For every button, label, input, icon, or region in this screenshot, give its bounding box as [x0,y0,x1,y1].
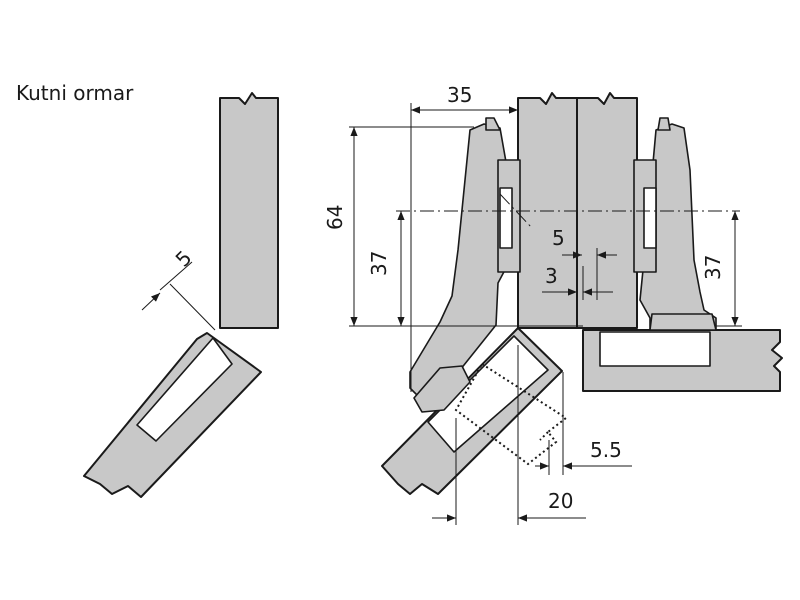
drawing-title: Kutni ormar [16,81,134,105]
left-hinge-clip [485,117,501,131]
left-side-panel [219,92,279,329]
dim-37-left: 37 [367,251,391,276]
left-dimension-line [159,261,193,291]
right-hinge-clip [657,117,671,131]
right-hinge-cup [413,365,471,413]
dim-3: 3 [545,264,558,288]
open-door-outline [454,362,568,466]
bottom-panel-recess [599,331,711,367]
left-extension-line [169,283,216,331]
dim-35: 35 [447,83,472,107]
hinge-center-tick [499,193,533,229]
left-detail: 5 [83,92,279,498]
dim-5-left: 5 [171,246,197,272]
left-hinge-cup-recess [136,337,233,442]
dim-64: 64 [323,205,347,230]
dim-20: 20 [548,489,573,513]
dim-5-mid: 5 [552,226,565,250]
right-detail: 35 64 37 37 5 3 5.5 20 [323,83,783,525]
left-hinge-plate-slot [499,187,513,249]
dim-37-right: 37 [701,255,725,280]
dim-5-5: 5.5 [590,438,622,462]
right-hinge-plate-slot [643,187,657,249]
left-dim-arrow [141,292,161,311]
right-hinge-base [649,313,717,331]
open-door-outline-notch [539,431,549,441]
